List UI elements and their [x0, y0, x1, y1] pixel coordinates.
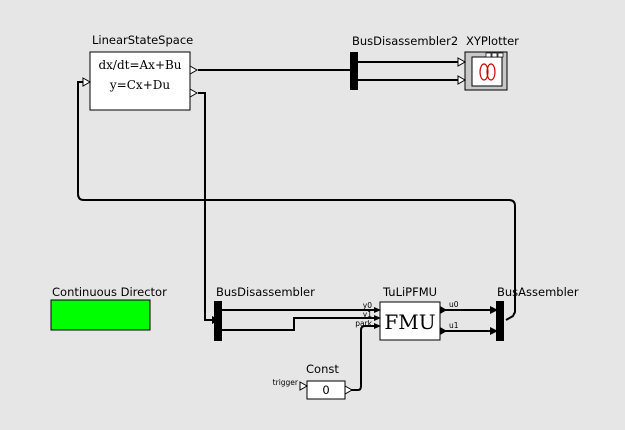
- linear-state-space-actor[interactable]: LinearStateSpace dx/dt=Ax+Bu y=Cx+Du: [82, 33, 199, 111]
- bus-disassembler-bar[interactable]: [214, 301, 222, 341]
- const-actor[interactable]: Const 0 trigger: [273, 362, 354, 400]
- wire-busassembler-to-lss[interactable]: [77, 81, 516, 321]
- const-trigger-label: trigger: [273, 378, 299, 387]
- linear-state-space-equation-2: y=Cx+Du: [109, 78, 170, 92]
- bus-disassembler-label: BusDisassembler: [216, 285, 315, 299]
- window-maximize-icon: [491, 52, 498, 58]
- window-close-icon: [497, 52, 504, 58]
- lss-output-port-1[interactable]: [189, 65, 199, 75]
- wire-const-to-fmu-park[interactable]: [345, 325, 375, 391]
- lss-input-port[interactable]: [82, 77, 92, 87]
- fmu-port-label-park: park: [355, 319, 372, 328]
- window-minimize-icon: [485, 52, 492, 58]
- fmu-output-port-u1[interactable]: [440, 327, 447, 335]
- director-label: Continuous Director: [52, 285, 167, 299]
- wire-lss-to-busdisassembler[interactable]: [198, 92, 212, 321]
- fmu-actor[interactable]: TuLiPFMU FMU y0 y1 park u0 u1: [355, 285, 459, 341]
- fmu-output-port-u0[interactable]: [440, 306, 447, 314]
- linear-state-space-label: LinearStateSpace: [92, 33, 193, 47]
- bus-assembler-bar[interactable]: [496, 301, 504, 341]
- const-value: 0: [322, 383, 329, 397]
- fmu-text: FMU: [384, 310, 435, 334]
- bus-assembler-actor[interactable]: BusAssembler: [496, 285, 579, 341]
- const-label: Const: [306, 362, 339, 376]
- xy-plotter-input-x[interactable]: [457, 57, 467, 67]
- fmu-input-port-park[interactable]: [374, 323, 381, 329]
- continuous-director[interactable]: Continuous Director: [50, 285, 167, 331]
- xy-plotter-input-y[interactable]: [457, 75, 467, 85]
- plot-curve-left: [479, 63, 489, 81]
- xy-plotter-label: XYPlotter: [466, 34, 519, 48]
- lss-output-port-2[interactable]: [189, 88, 199, 98]
- const-trigger-port[interactable]: [299, 381, 309, 391]
- director-icon[interactable]: [50, 299, 151, 331]
- fmu-label: TuLiPFMU: [382, 285, 437, 299]
- xy-plotter-actor[interactable]: XYPlotter: [457, 34, 519, 91]
- fmu-input-port-y0[interactable]: [374, 307, 381, 313]
- fmu-port-label-u0: u0: [449, 300, 459, 309]
- wire-busdisassembler-to-fmu-y1[interactable]: [222, 317, 375, 331]
- plot-curve-right: [486, 63, 496, 81]
- linear-state-space-box[interactable]: [89, 51, 191, 111]
- bus-disassembler2-actor[interactable]: BusDisassembler2: [350, 34, 458, 90]
- bus-disassembler-actor[interactable]: BusDisassembler: [214, 285, 315, 341]
- fmu-box[interactable]: [379, 301, 441, 341]
- fmu-input-port-y1[interactable]: [374, 315, 381, 321]
- fmu-port-label-y0: y0: [363, 301, 372, 310]
- linear-state-space-equation-1: dx/dt=Ax+Bu: [98, 58, 181, 72]
- fmu-port-label-y1: y1: [363, 310, 372, 319]
- bus-disassembler2-label: BusDisassembler2: [352, 34, 458, 48]
- fmu-port-label-u1: u1: [449, 321, 459, 330]
- const-output-port[interactable]: [344, 385, 354, 395]
- bus-assembler-label: BusAssembler: [497, 285, 579, 299]
- bus-disassembler2-bar[interactable]: [350, 52, 358, 90]
- relations: [77, 61, 516, 391]
